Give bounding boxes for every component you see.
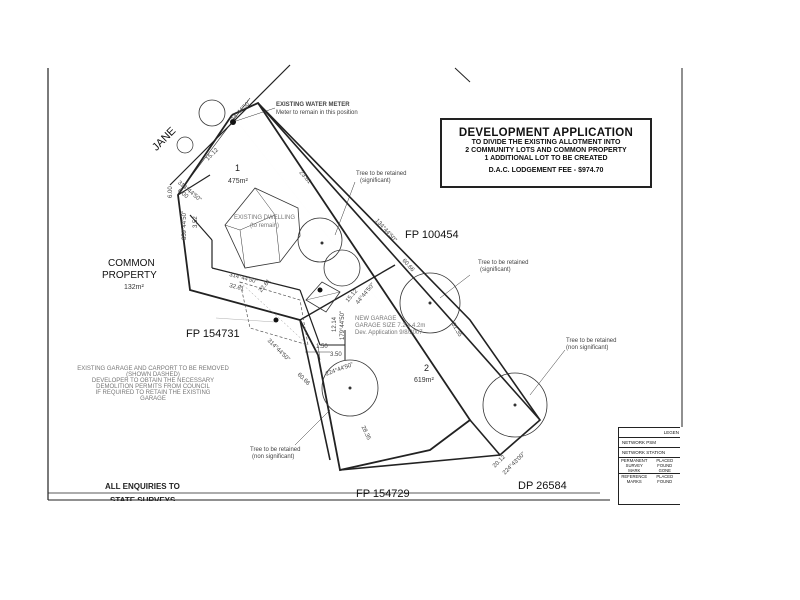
common-property-area: 132m²: [124, 284, 144, 291]
legend-row-2: NETWORK STATION: [619, 448, 680, 458]
tree-significant-1a: [297, 217, 343, 263]
lot-1-number: 1: [235, 163, 241, 173]
dim-350: 3.50: [330, 352, 342, 358]
legend-grid: PERMANENT PLACED SURVEY FOUND MARK GONE REF…: [619, 458, 680, 484]
existing-carport-dashed: [239, 281, 309, 346]
carport-note-1: EXISTING GARAGE AND CARPORT TO BE REMOVE…: [77, 366, 229, 372]
carport-note-5: IF REQUIRED TO RETAIN THE EXISTING: [95, 390, 211, 396]
tree-note-1-line2: (significant): [360, 178, 391, 184]
title-line-2: 2 COMMUNITY LOTS AND COMMON PROPERTY: [465, 147, 627, 154]
title-heading: DEVELOPMENT APPLICATION: [458, 127, 634, 139]
legend-header: LEGEN: [619, 428, 680, 438]
south-boundary: [339, 454, 501, 471]
allotment-boundary: [177, 101, 472, 472]
tree-note-1-line1: Tree to be retained: [356, 171, 407, 177]
carport-note-4: DEMOLITION PERMITS FROM COUNCIL: [96, 384, 210, 390]
lot-1-area: 475m²: [228, 178, 248, 185]
tree-non-significant-1: [482, 372, 548, 438]
tree-significant-1b: [323, 249, 361, 287]
parcel-south: FP 154729: [356, 488, 410, 500]
legend-cell: FOUND: [657, 479, 673, 484]
water-meter-note: Meter to remain in this position: [276, 110, 358, 116]
dim-cp-dim3: 3.52: [193, 216, 199, 228]
title-line-1: TO DIVIDE THE EXISTING ALLOTMENT INTO: [471, 139, 621, 146]
tree-jane-corner: [176, 136, 194, 154]
water-meter-dot: [230, 119, 236, 125]
top-corner-mark: [454, 67, 471, 83]
lot-division-line: [299, 264, 396, 321]
legend-row-1: NETWORK PSM: [619, 438, 680, 448]
title-line-3: 1 ADDITIONAL LOT TO BE CREATED: [484, 155, 608, 162]
carport-note-2: (SHOWN DASHED): [126, 372, 180, 378]
garage-note-2: GARAGE SIZE 7.2 x 4.2m: [355, 323, 426, 329]
common-property-line-c: [211, 267, 301, 291]
tree-significant-2: [399, 272, 461, 334]
legend-cell: MARK: [628, 468, 641, 473]
inner-driveway-line: [299, 289, 321, 346]
dim-cp-bearing2: 359°44'50": [182, 210, 188, 240]
water-meter-title: EXISTING WATER METER: [276, 102, 350, 108]
tree-note-4-line2: (non significant): [252, 454, 295, 460]
dim-150: 1.50: [316, 344, 328, 350]
garage-note-3: Dev. Application 9/8/2007: [355, 330, 423, 336]
legend-cell: PLACED: [656, 458, 674, 463]
legend-cell: REFERENCE: [619, 473, 650, 479]
common-property-label-1: COMMON: [108, 258, 155, 269]
common-property-line-d: [177, 174, 211, 196]
dim-inner-bearing2: 179°44'50": [340, 310, 346, 340]
tree-top-left: [198, 99, 226, 127]
legend-cell: PERMANENT: [621, 458, 648, 463]
lot-2-area: 619m²: [414, 377, 434, 384]
lot-2-number: 2: [424, 363, 430, 373]
carport-note-6: GARAGE: [140, 396, 166, 402]
tree-note-3-line1: Tree to be retained: [566, 338, 617, 344]
dwelling-label: EXISTING DWELLING: [234, 215, 296, 221]
new-garage-outline: [305, 281, 341, 313]
dim-cp-west: 6.00: [168, 186, 174, 198]
tree-non-significant-2: [321, 359, 379, 417]
tree-note-4-line1: Tree to be retained: [250, 447, 301, 453]
long-se-boundary: [257, 102, 541, 421]
sw-boundary: [299, 319, 331, 461]
development-application-box: DEVELOPMENT APPLICATION TO DIVIDE THE EX…: [440, 118, 652, 188]
legend-cell: SURVEY: [625, 463, 643, 468]
carport-note: EXISTING GARAGE AND CARPORT TO BE REMOVE…: [68, 366, 238, 402]
legend-cell: GONE: [658, 468, 671, 473]
garage-note-1: NEW GARAGE: [355, 316, 397, 322]
carport-note-3: DEVELOPER TO OBTAIN THE NECESSARY: [91, 378, 215, 384]
legend-cell: PLACED: [649, 473, 680, 479]
dim-inner-dim2: 12.14: [332, 316, 338, 332]
tree-note-2-line1: Tree to be retained: [478, 260, 529, 266]
legend-box: LEGEN NETWORK PSM NETWORK STATION PERMAN…: [618, 427, 680, 505]
lodgement-fee: D.A.C. LODGEMENT FEE - $974.70: [488, 167, 604, 174]
common-property-label-2: PROPERTY: [102, 270, 157, 281]
ne-long-boundary: [231, 114, 501, 456]
tree-note-2-line2: (significant): [480, 267, 511, 273]
parcel-south-east: DP 26584: [518, 480, 567, 492]
common-property-line-a: [189, 214, 213, 241]
enquiries-line-1: ALL ENQUIRIES TO: [105, 482, 180, 491]
tree-note-3-line2: (non significant): [566, 345, 609, 351]
enquiries-line-2: STATE SURVEYS: [110, 496, 176, 501]
parcel-north-east: FP 100454: [405, 229, 459, 241]
dwelling-note: (to remain): [250, 223, 280, 229]
legend-cell: MARKS: [626, 479, 642, 484]
legend-cell: FOUND: [657, 463, 673, 468]
parcel-west: FP 154731: [186, 328, 240, 340]
